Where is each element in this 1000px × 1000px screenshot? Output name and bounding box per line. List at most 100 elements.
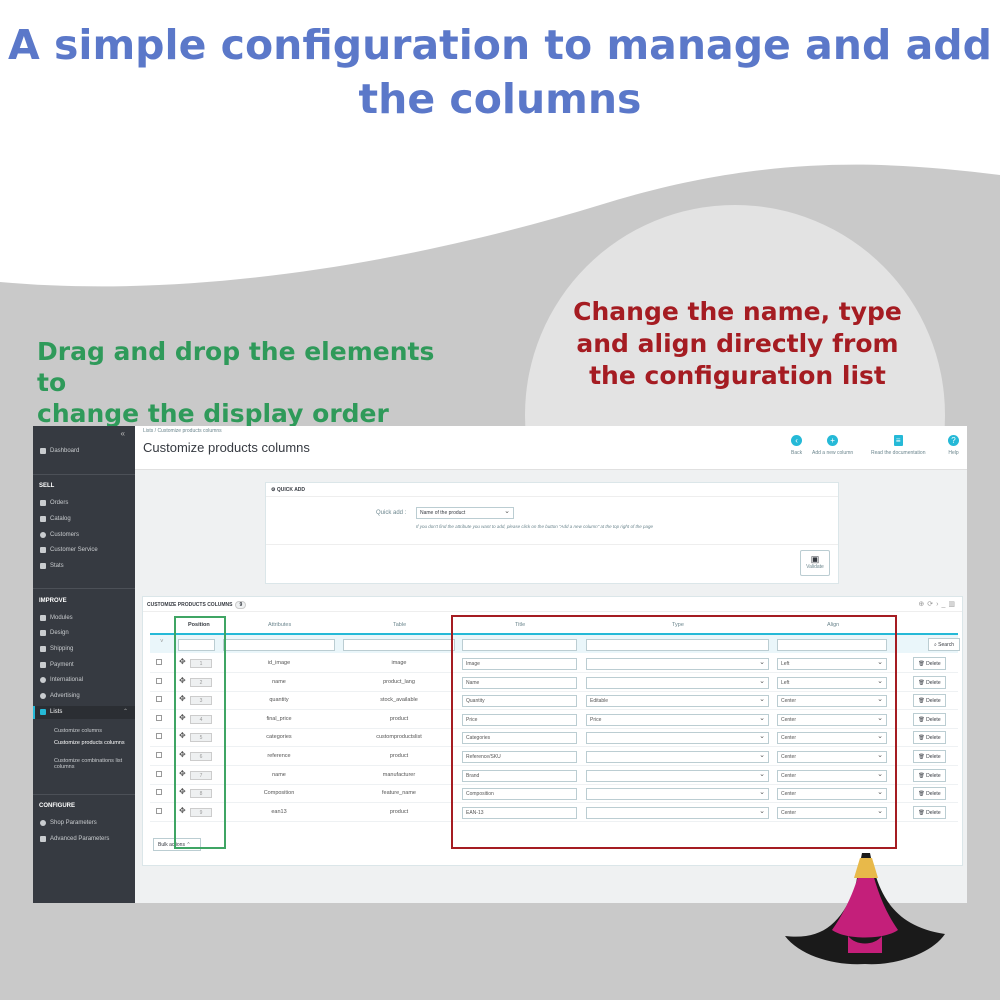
- delete-button[interactable]: 🗑 Delete: [913, 805, 946, 819]
- row-checkbox[interactable]: [156, 714, 162, 721]
- back-button[interactable]: ‹Back: [791, 435, 802, 456]
- row-checkbox[interactable]: [156, 696, 162, 703]
- row-checkbox[interactable]: [156, 807, 162, 814]
- row-checkbox[interactable]: [156, 677, 162, 684]
- documentation-button[interactable]: ≡Read the documentation: [871, 435, 925, 456]
- sidebar-item-label: Orders: [50, 500, 69, 506]
- header-attributes: Attributes: [268, 622, 292, 628]
- sidebar-sub-customize-columns[interactable]: Customize columns: [54, 728, 102, 734]
- drag-handle-icon[interactable]: ✥: [179, 787, 186, 797]
- row-title-input[interactable]: Brand: [462, 769, 577, 782]
- row-type-select[interactable]: [586, 732, 769, 745]
- row-type-select[interactable]: [586, 658, 769, 670]
- chart-icon: [40, 563, 46, 569]
- row-title-input[interactable]: Quantity: [462, 695, 577, 708]
- row-checkbox[interactable]: [156, 752, 162, 758]
- row-checkbox[interactable]: [156, 789, 162, 796]
- sidebar-sub-customize-combinations[interactable]: Customize combinations list columns: [54, 758, 123, 770]
- search-button[interactable]: ⌕ Search: [928, 638, 960, 651]
- row-align-select[interactable]: Left: [777, 676, 887, 689]
- drag-handle-icon[interactable]: ✥: [179, 694, 186, 704]
- breadcrumb[interactable]: Lists / Customize products columns: [143, 428, 222, 434]
- row-type-select[interactable]: [586, 769, 769, 782]
- row-title-input[interactable]: Composition: [462, 788, 577, 801]
- collapse-icon[interactable]: «: [120, 429, 125, 438]
- header-position[interactable]: Position: [188, 622, 210, 628]
- row-checkbox[interactable]: [156, 733, 162, 740]
- filter-table[interactable]: [343, 639, 455, 651]
- row-type-select[interactable]: [586, 788, 769, 801]
- delete-button[interactable]: 🗑 Delete: [913, 787, 946, 801]
- sidebar-item-dashboard[interactable]: Dashboard: [40, 448, 79, 454]
- validate-button[interactable]: ▣Validate: [800, 550, 830, 576]
- drag-handle-icon[interactable]: ✥: [179, 657, 186, 666]
- drag-handle-icon[interactable]: ✥: [179, 731, 186, 741]
- filter-attributes[interactable]: [223, 639, 335, 651]
- row-align-select[interactable]: Center: [777, 713, 887, 726]
- trash-icon: 🗑: [918, 772, 925, 779]
- sidebar-item-modules[interactable]: Modules: [40, 615, 73, 621]
- drag-handle-icon[interactable]: ✥: [179, 750, 186, 759]
- drag-handle-icon[interactable]: ✥: [179, 805, 186, 815]
- row-title-input[interactable]: EAN-13: [462, 806, 577, 819]
- row-align-select[interactable]: Center: [777, 751, 887, 763]
- sidebar-item-international[interactable]: International: [40, 677, 83, 683]
- delete-button[interactable]: 🗑 Delete: [913, 712, 946, 726]
- sidebar-item-payment[interactable]: Payment: [40, 662, 74, 668]
- add-column-button[interactable]: +Add a new column: [812, 435, 853, 456]
- filter-type[interactable]: [586, 639, 769, 651]
- sidebar-item-advanced-parameters[interactable]: Advanced Parameters: [40, 836, 109, 842]
- delete-button[interactable]: 🗑 Delete: [913, 768, 946, 782]
- sidebar-item-orders[interactable]: Orders: [40, 500, 68, 506]
- row-align-select[interactable]: Center: [777, 788, 887, 801]
- sidebar-item-catalog[interactable]: Catalog: [40, 516, 71, 522]
- quick-add-select[interactable]: Name of the product: [416, 507, 514, 519]
- drag-handle-icon[interactable]: ✥: [179, 768, 186, 778]
- sidebar-item-customer-service[interactable]: Customer Service: [40, 547, 98, 553]
- row-align-select[interactable]: Center: [777, 769, 887, 782]
- sidebar-item-shipping[interactable]: Shipping: [40, 646, 73, 652]
- row-align-select[interactable]: Left: [777, 658, 887, 670]
- filter-position[interactable]: [178, 639, 215, 651]
- row-align-select[interactable]: Center: [777, 806, 887, 819]
- drag-handle-icon[interactable]: ✥: [179, 675, 186, 685]
- row-type-select[interactable]: Editable: [586, 695, 769, 708]
- delete-button[interactable]: 🗑 Delete: [913, 694, 946, 708]
- row-type-select[interactable]: Price: [586, 713, 769, 726]
- header-table: Table: [393, 622, 407, 628]
- row-checkbox[interactable]: [156, 770, 162, 777]
- row-type-select[interactable]: [586, 676, 769, 689]
- row-type-select[interactable]: [586, 751, 769, 763]
- delete-button[interactable]: 🗑 Delete: [913, 657, 946, 670]
- row-type-select[interactable]: [586, 806, 769, 819]
- help-button[interactable]: ?Help: [948, 435, 959, 456]
- delete-button[interactable]: 🗑 Delete: [913, 675, 946, 689]
- row-title-input[interactable]: Price: [462, 713, 577, 726]
- row-title-input[interactable]: Image: [462, 658, 577, 670]
- row-title-input[interactable]: Reference/SKU: [462, 751, 577, 763]
- delete-label: Delete: [926, 716, 941, 723]
- sidebar-item-label: Customer Service: [50, 547, 98, 553]
- sidebar-item-stats[interactable]: Stats: [40, 563, 64, 569]
- sidebar-item-shop-parameters[interactable]: Shop Parameters: [40, 820, 97, 826]
- sidebar-item-customers[interactable]: Customers: [40, 532, 79, 538]
- list-toolbar[interactable]: ⊕⟳›_▥: [918, 601, 958, 608]
- sidebar-item-label: Shipping: [50, 646, 74, 652]
- sidebar-item-lists[interactable]: Lists: [40, 709, 62, 715]
- row-align-select[interactable]: Center: [777, 732, 887, 745]
- row-title-input[interactable]: Categories: [462, 732, 577, 745]
- row-checkbox[interactable]: [156, 659, 162, 665]
- chevron-up-icon[interactable]: ⌃: [123, 709, 129, 715]
- row-align-select[interactable]: Center: [777, 695, 887, 708]
- sidebar-item-design[interactable]: Design: [40, 630, 69, 636]
- row-title-input[interactable]: Name: [462, 676, 577, 689]
- sidebar-item-advertising[interactable]: Advertising: [40, 693, 80, 699]
- filter-align[interactable]: [777, 639, 887, 651]
- sidebar-sub-customize-products-columns[interactable]: Customize products columns: [54, 740, 125, 746]
- drag-handle-icon[interactable]: ✥: [179, 712, 186, 722]
- delete-button[interactable]: 🗑 Delete: [913, 750, 946, 763]
- sort-icon[interactable]: ˅: [160, 639, 164, 645]
- delete-button[interactable]: 🗑 Delete: [913, 731, 946, 745]
- drag-annotation: Drag and drop the elements to change the…: [37, 336, 467, 429]
- filter-title[interactable]: [462, 639, 577, 651]
